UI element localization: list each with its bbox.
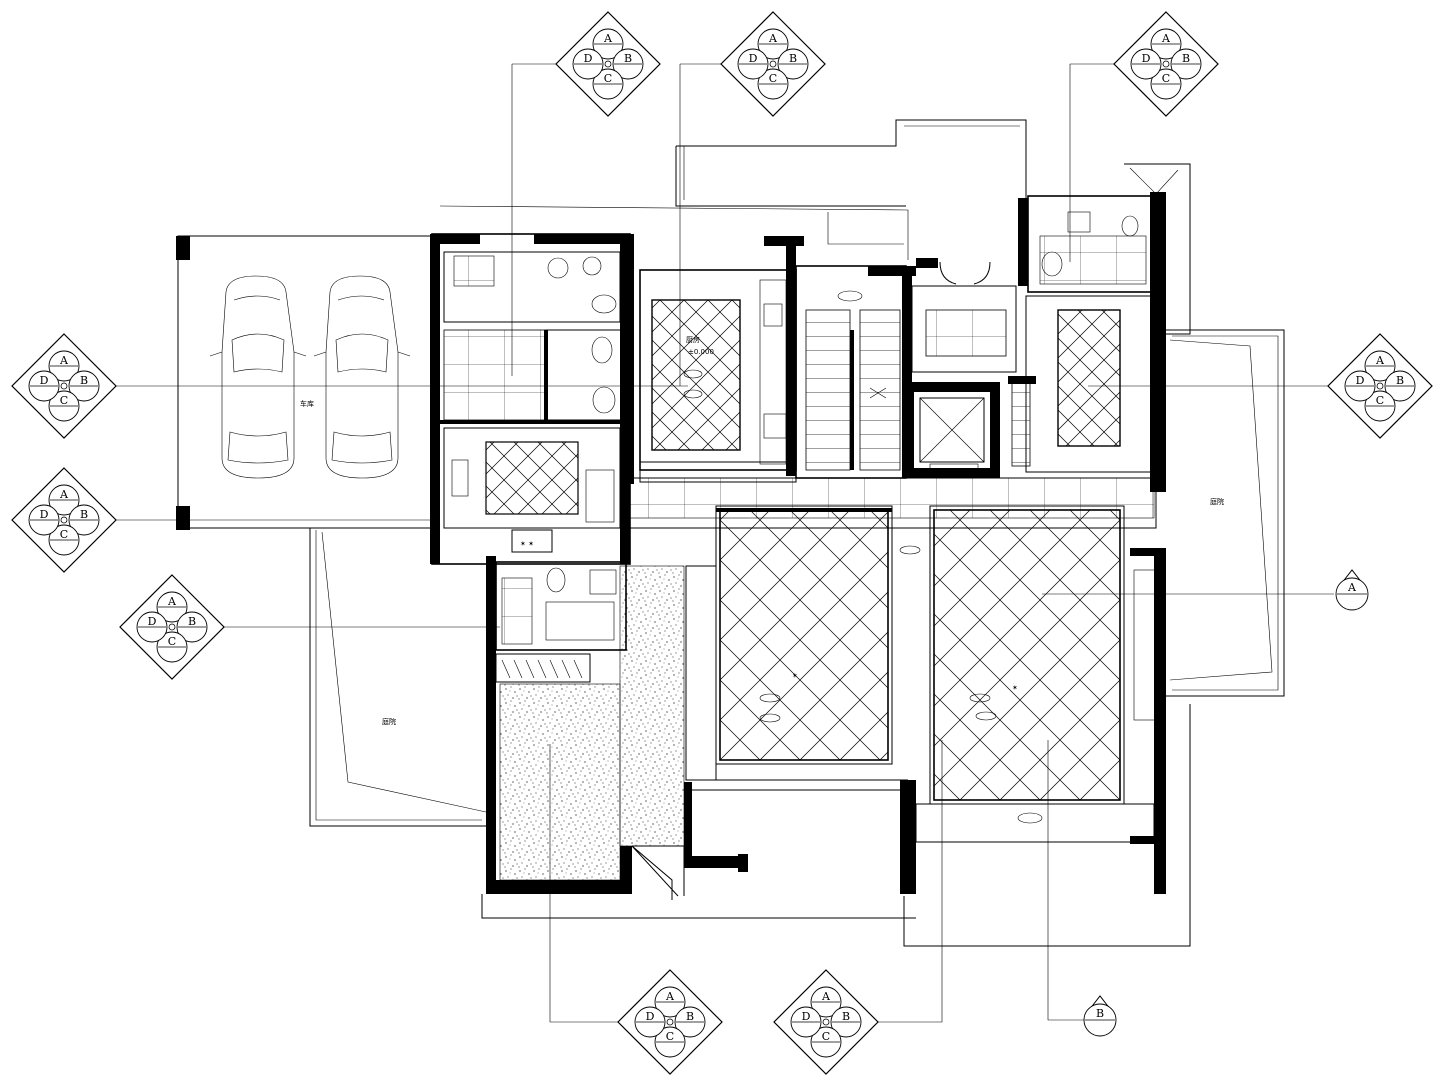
index-key-a: A	[59, 354, 69, 367]
index-key-d: D	[40, 508, 49, 521]
svg-text:庭院: 庭院	[1210, 497, 1224, 506]
index-key-c: C	[604, 72, 612, 85]
single-markers: AB	[1083, 569, 1369, 1037]
right-yard: 庭院	[1166, 329, 1285, 697]
svg-text:庭院: 庭院	[382, 717, 396, 726]
index-key-b: B	[1396, 374, 1404, 387]
svg-text:✶ ✶: ✶ ✶	[520, 540, 534, 548]
living-dining: ✶ ✶	[685, 505, 1125, 824]
stair-core	[795, 265, 916, 479]
car-right	[313, 275, 411, 479]
index-key-d: D	[1356, 374, 1365, 387]
index-key-b: B	[624, 52, 632, 65]
index-key-a: A	[665, 990, 675, 1003]
index-key-c: C	[60, 394, 68, 407]
index-key-a: A	[59, 488, 69, 501]
index-key-d: D	[148, 615, 157, 628]
index-key-d: D	[584, 52, 593, 65]
index-key-c: C	[1162, 72, 1170, 85]
marker-right-single: A	[1335, 569, 1369, 611]
index-key-d: D	[749, 52, 758, 65]
service-block: ✶ ✶	[430, 233, 631, 565]
index-key-d: D	[40, 374, 49, 387]
lower-right	[481, 548, 1191, 947]
index-key-d: D	[1142, 52, 1151, 65]
right-upper-rooms	[1008, 163, 1191, 492]
top-protrusion	[439, 119, 1027, 260]
index-key-b: B	[188, 615, 196, 628]
lower-left-rooms	[486, 556, 685, 900]
kitchen-elevation: ±0.000	[688, 348, 714, 356]
index-key-c: C	[822, 1030, 830, 1043]
index-key-b: B	[80, 508, 88, 521]
index-key-d: D	[646, 1010, 655, 1023]
index-key-a: A	[603, 32, 613, 45]
index-key-c: C	[168, 635, 176, 648]
index-key-b: B	[789, 52, 797, 65]
svg-text:✶: ✶	[1012, 684, 1018, 692]
svg-text:车库: 车库	[300, 399, 314, 408]
index-key-a: A	[1161, 32, 1171, 45]
marker-bottom-right-single: B	[1083, 995, 1117, 1037]
marker-key: B	[1096, 1007, 1104, 1020]
index-key-c: C	[666, 1030, 674, 1043]
elevator	[904, 258, 1017, 478]
index-key-b: B	[1182, 52, 1190, 65]
index-key-b: B	[842, 1010, 850, 1023]
garage: 车库	[176, 235, 437, 530]
index-key-c: C	[769, 72, 777, 85]
kitchen-label: 厨房	[686, 335, 700, 344]
index-key-b: B	[80, 374, 88, 387]
index-key-a: A	[167, 595, 177, 608]
kitchen: 厨房 ±0.000	[624, 234, 804, 484]
index-key-b: B	[686, 1010, 694, 1023]
car-left	[209, 275, 307, 479]
index-key-c: C	[60, 528, 68, 541]
index-key-a: A	[821, 990, 831, 1003]
index-key-a: A	[768, 32, 778, 45]
left-yard: 庭院	[309, 528, 487, 827]
index-key-c: C	[1376, 394, 1384, 407]
leader-lines	[116, 63, 1334, 1023]
svg-text:✶: ✶	[792, 672, 798, 680]
marker-key: A	[1347, 581, 1357, 594]
index-key-a: A	[1375, 354, 1385, 367]
index-key-d: D	[802, 1010, 811, 1023]
